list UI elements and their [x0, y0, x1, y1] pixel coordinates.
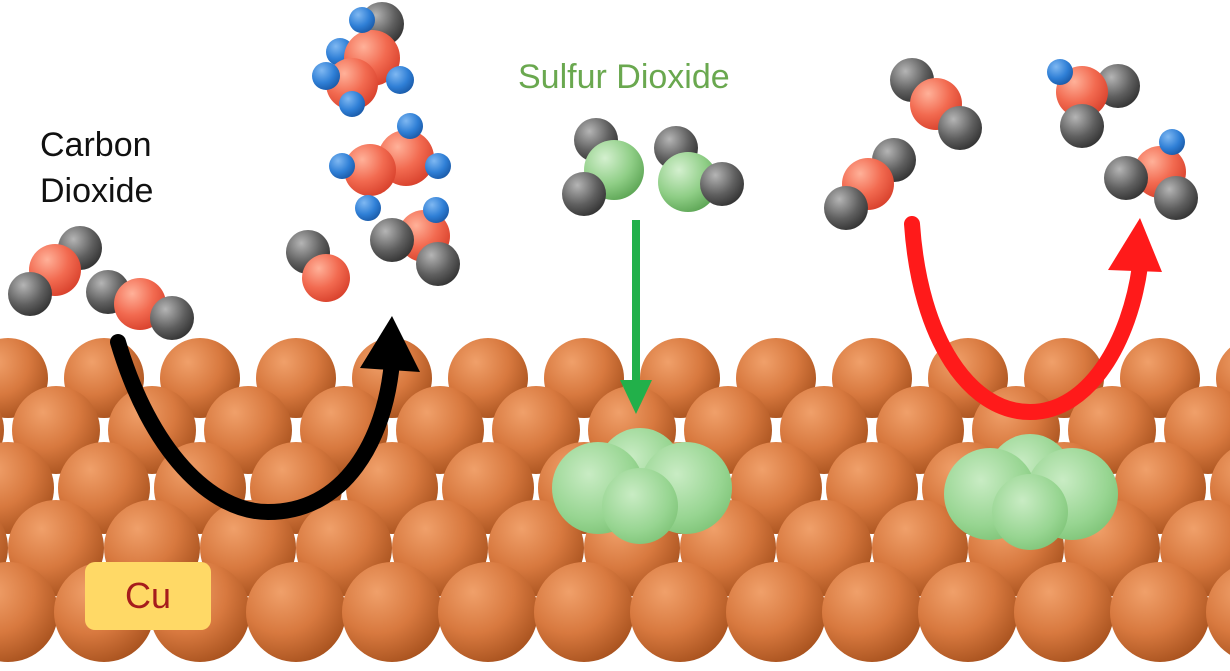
- carbon-dioxide-label-line1: Carbon: [40, 126, 152, 164]
- poisoned-reaction-arrow: [904, 216, 1162, 421]
- carbon-dioxide-molecule: [86, 270, 194, 340]
- copper-atom: [1206, 569, 1230, 655]
- carbon-dioxide-molecule: [8, 226, 102, 316]
- product-molecule: [312, 2, 414, 117]
- copper-atom: [630, 562, 730, 662]
- copper-atom: [1110, 562, 1210, 662]
- gas-molecules: [8, 2, 1198, 340]
- copper-atom: [822, 562, 922, 662]
- product-molecule: [286, 230, 350, 302]
- copper-atom: [918, 562, 1018, 662]
- copper-atom: [0, 521, 8, 575]
- adsorbed-sulfur-patch-center: [552, 428, 732, 544]
- copper-atom: [0, 562, 58, 662]
- sulfur-dioxide-adsorption-arrow: [620, 220, 652, 414]
- product-molecule: [370, 197, 460, 286]
- copper-badge: Cu: [85, 562, 211, 630]
- product-molecule: [329, 113, 451, 221]
- carbon-dioxide-label-line2: Dioxide: [40, 172, 154, 210]
- copper-atom: [438, 562, 538, 662]
- carbon-dioxide-molecule: [824, 138, 916, 230]
- product-molecule: [1047, 59, 1140, 148]
- copper-atom: [534, 562, 634, 662]
- adsorbed-sulfur-patch-right: [944, 434, 1118, 550]
- carbon-dioxide-molecule: [890, 58, 982, 150]
- copper-atom: [246, 562, 346, 662]
- copper-atom: [726, 562, 826, 662]
- product-molecule: [1104, 129, 1198, 220]
- sulfur-dioxide-label: Sulfur Dioxide: [518, 58, 730, 96]
- copper-atom: [1014, 562, 1114, 662]
- sulfur-dioxide-molecule: [654, 126, 744, 212]
- copper-atom: [342, 562, 442, 662]
- carbon-dioxide-label: Carbon Dioxide: [40, 122, 240, 214]
- sulfur-dioxide-molecule: [562, 118, 644, 216]
- unpoisoned-reaction-arrow: [110, 316, 420, 521]
- copper-atom: [0, 411, 4, 449]
